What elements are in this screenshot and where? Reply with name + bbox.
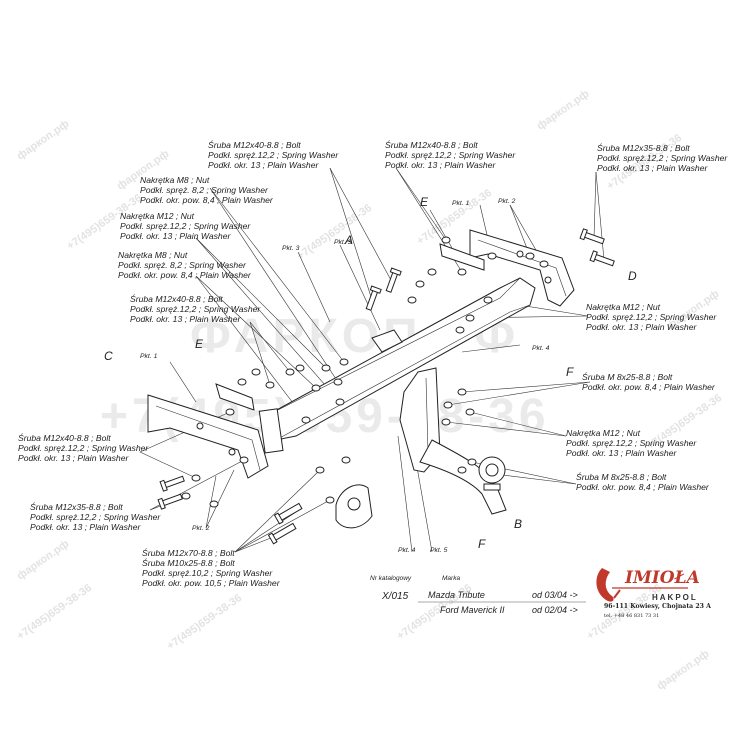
callout-f-bottom: F	[478, 537, 486, 551]
brand-label: Marka	[442, 575, 460, 582]
pkt-3-top: Pkt. 3	[334, 239, 352, 246]
callout-a: A	[344, 233, 353, 247]
vehicle-date-2: od 02/04 ->	[532, 605, 578, 615]
callout-e-left: E	[195, 337, 204, 351]
socket-plate	[335, 484, 373, 529]
fasteners	[157, 228, 615, 545]
vehicle-name-2: Ford Maverick II	[440, 605, 505, 615]
imiola-logo-icon	[596, 568, 621, 602]
watermark-phone: +7(495)659-38-36	[165, 592, 244, 653]
pkt-1-left: Pkt. 1	[140, 353, 158, 360]
brand-logo-text: IMIOŁA	[624, 568, 700, 588]
callout-e-right: E	[420, 195, 429, 209]
callout-d: D	[628, 269, 637, 283]
company-phone: tel. +48 46 831 73 31	[604, 613, 659, 619]
pkt-4-right: Pkt. 4	[532, 345, 550, 352]
catalog-number-label: Nr katalogowy	[370, 575, 412, 582]
leader-lines	[139, 167, 605, 553]
callout-letters: A B C D E E F F	[104, 195, 637, 551]
bracket-left-c	[147, 394, 269, 479]
watermark-phone: +7(495)659-38-36	[15, 582, 94, 643]
watermark-site: фаркоп.рф	[15, 118, 72, 163]
bracket-e-left	[215, 383, 255, 411]
watermark-phone: +7(495)659-38-36	[295, 202, 374, 263]
brand-logo-sub: HAKPOL	[652, 593, 698, 602]
watermark-site: фаркоп.рф	[15, 538, 72, 583]
company-address: 96-111 Kowiesy, Chojnata 23 A	[604, 603, 711, 610]
callout-b: B	[514, 517, 522, 531]
callout-f-right: F	[566, 365, 574, 379]
vehicle-name-1: Mazda Tribute	[428, 590, 485, 600]
watermark-site: фаркоп.рф	[655, 648, 712, 693]
tow-ball-b	[419, 439, 507, 515]
point-labels: Pkt. 1 Pkt. 1 Pkt. 2 Pkt. 2 Pkt. 3 Pkt. …	[140, 198, 550, 554]
watermark-site: фаркоп.рф	[535, 88, 592, 133]
pkt-1-right: Pkt. 1	[452, 200, 470, 207]
title-block: Nr katalogowy Marka X/015 Mazda Tribute …	[370, 568, 711, 619]
pkt-3-left: Pkt. 3	[282, 245, 300, 252]
catalog-number: X/015	[381, 591, 409, 602]
bracket-e-right	[439, 243, 485, 271]
pkt-2-left: Pkt. 2	[192, 525, 210, 532]
pkt-5: Pkt. 5	[430, 547, 448, 554]
vehicle-date-1: od 03/04 ->	[532, 590, 578, 600]
pkt-4-bottom: Pkt. 4	[398, 547, 416, 554]
pkt-2-right: Pkt. 2	[498, 198, 516, 205]
callout-c: C	[104, 349, 113, 363]
